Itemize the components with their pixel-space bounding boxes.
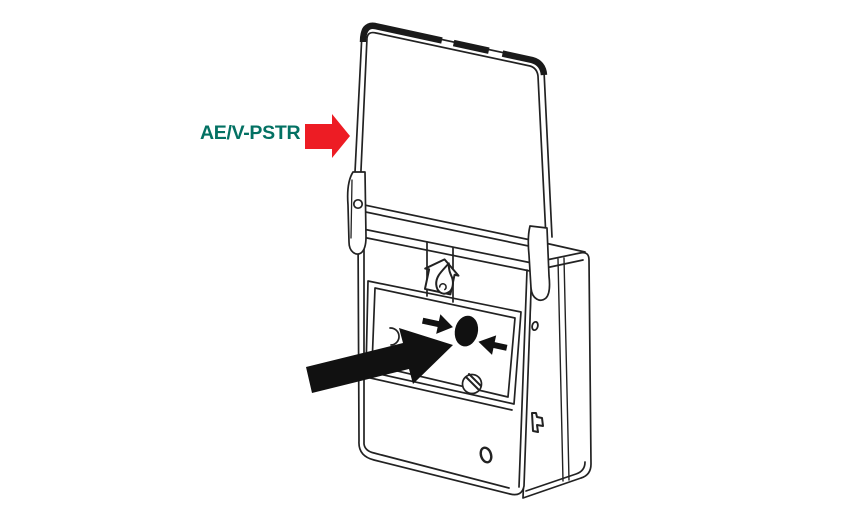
led-hole: [479, 446, 493, 464]
cover-right-hinge-arm: [527, 225, 551, 301]
call-point-body: [357, 227, 592, 499]
screw: [461, 373, 483, 395]
cover-top-hatching: [359, 22, 548, 76]
body-front-face: [357, 227, 533, 496]
thumb-notch: [389, 327, 400, 346]
body-right-bottom-line: [525, 461, 586, 492]
press-button-oval: [454, 315, 479, 347]
body-right-face: [522, 251, 592, 499]
flame-curl: [438, 283, 447, 291]
cover-inner-outline: [359, 31, 547, 239]
protective-cover: [346, 22, 586, 301]
label-red-arrow-icon: [305, 114, 350, 158]
house-flame-icon: [423, 258, 460, 296]
body-seam-line: [557, 257, 570, 482]
press-arrow-right-icon: [478, 335, 508, 355]
hinge-pivot-hole: [352, 198, 364, 210]
press-pointer-black-arrow-icon: [306, 328, 453, 393]
button-recess-inner: [371, 287, 516, 398]
side-hole: [531, 320, 539, 332]
body-front-inner-border: [361, 233, 531, 489]
button-recess-outer: [365, 280, 522, 405]
press-element: [421, 314, 508, 355]
press-arrow-left-icon: [421, 314, 453, 334]
button-recess-bottom-bevel: [365, 376, 513, 411]
product-label: AE/V-PSTR: [200, 122, 301, 144]
side-latch: [531, 412, 544, 433]
cover-left-hinge-arm: [346, 171, 367, 255]
